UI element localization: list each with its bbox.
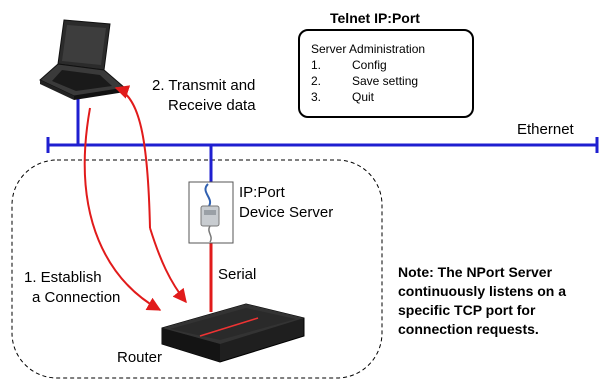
- transmit-label-line1: 2. Transmit and: [152, 77, 255, 94]
- telnet-item-2-num: 2.: [311, 74, 321, 88]
- local-network-region: [11, 159, 383, 379]
- telnet-window: [298, 29, 474, 118]
- transmit-data-arrow-back: [114, 85, 151, 229]
- telnet-item-1-num: 1.: [311, 58, 321, 72]
- transmit-label-line2: Receive data: [168, 97, 256, 114]
- establish-connection-arrow: [83, 107, 162, 311]
- telnet-title: Telnet IP:Port: [330, 10, 420, 26]
- router-label: Router: [117, 349, 162, 366]
- establish-label-line1: 1. Establish: [24, 269, 102, 286]
- telnet-item-3-label: Quit: [352, 90, 375, 104]
- telnet-item-2-label: Save setting: [352, 74, 418, 88]
- serial-label: Serial: [218, 266, 256, 283]
- router-icon: [161, 303, 305, 363]
- transmit-data-arrow: [149, 227, 187, 304]
- device-server-label-line1: IP:Port: [239, 184, 286, 201]
- note-line3: specific TCP port for: [398, 302, 536, 318]
- note-line1: Note: The NPort Server: [398, 264, 553, 280]
- telnet-item-1-label: Config: [352, 58, 387, 72]
- telnet-item-3-num: 3.: [311, 90, 321, 104]
- ethernet-label: Ethernet: [517, 121, 575, 138]
- device-server-label-line2: Device Server: [239, 204, 333, 221]
- laptop-icon: [39, 19, 127, 100]
- telnet-menu-title: Server Administration: [311, 42, 425, 56]
- note-line4: connection requests.: [398, 321, 539, 337]
- device-server-icon: [188, 181, 234, 244]
- establish-label-line2: a Connection: [32, 289, 120, 306]
- note-line2: continuously listens on a: [398, 283, 566, 299]
